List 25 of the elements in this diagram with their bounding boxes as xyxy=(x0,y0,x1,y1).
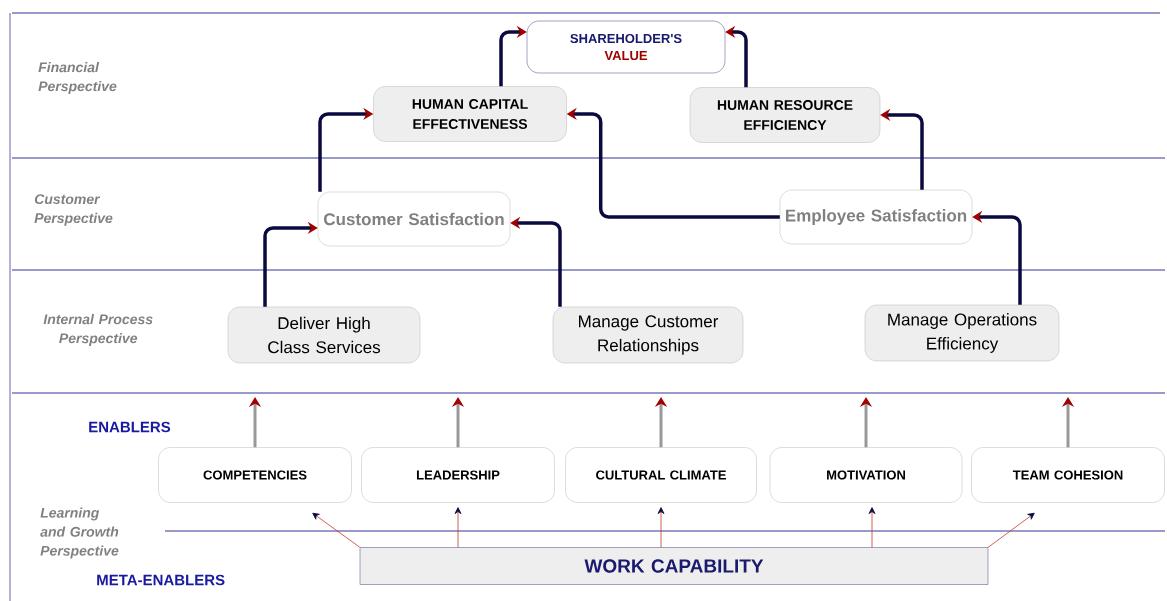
outcome-box: Customer Satisfaction xyxy=(317,191,511,247)
arrow xyxy=(868,507,876,548)
arrow xyxy=(657,507,665,548)
layer-label: META-ENABLERS xyxy=(97,574,225,586)
perspective-label: Customer Perspective xyxy=(34,194,113,226)
capability-box: WORK CAPABILITY xyxy=(359,547,989,585)
perspective-label: Learning and Growth Perspective xyxy=(40,507,119,559)
enabler-box: COMPETENCIES xyxy=(158,447,352,503)
perspective-label: Financial Perspective xyxy=(38,61,117,94)
outcome-box: Employee Satisfaction xyxy=(779,189,973,245)
enabler-box: TEAM COHESION xyxy=(971,447,1165,503)
process-box: Manage Operations Efficiency xyxy=(864,304,1060,362)
arrow xyxy=(987,512,1035,548)
process-box: Deliver High Class Services xyxy=(227,306,421,364)
enabler-box: MOTIVATION xyxy=(769,447,963,503)
process-box: Manage Customer Relationships xyxy=(552,306,744,364)
value-box: SHAREHOLDER'S VALUE xyxy=(526,20,726,74)
arrow xyxy=(312,512,361,548)
arrow xyxy=(454,507,462,548)
enabler-box: CULTURAL CLIMATE xyxy=(565,447,757,503)
layer-label: ENABLERS xyxy=(89,421,171,433)
enabler-box: LEADERSHIP xyxy=(361,447,555,503)
outcome-box: HUMAN CAPITAL EFFECTIVENESS xyxy=(373,86,567,142)
outcome-box: HUMAN RESOURCE EFFICIENCY xyxy=(689,87,881,143)
perspective-label: Internal Process Perspective xyxy=(43,313,153,346)
